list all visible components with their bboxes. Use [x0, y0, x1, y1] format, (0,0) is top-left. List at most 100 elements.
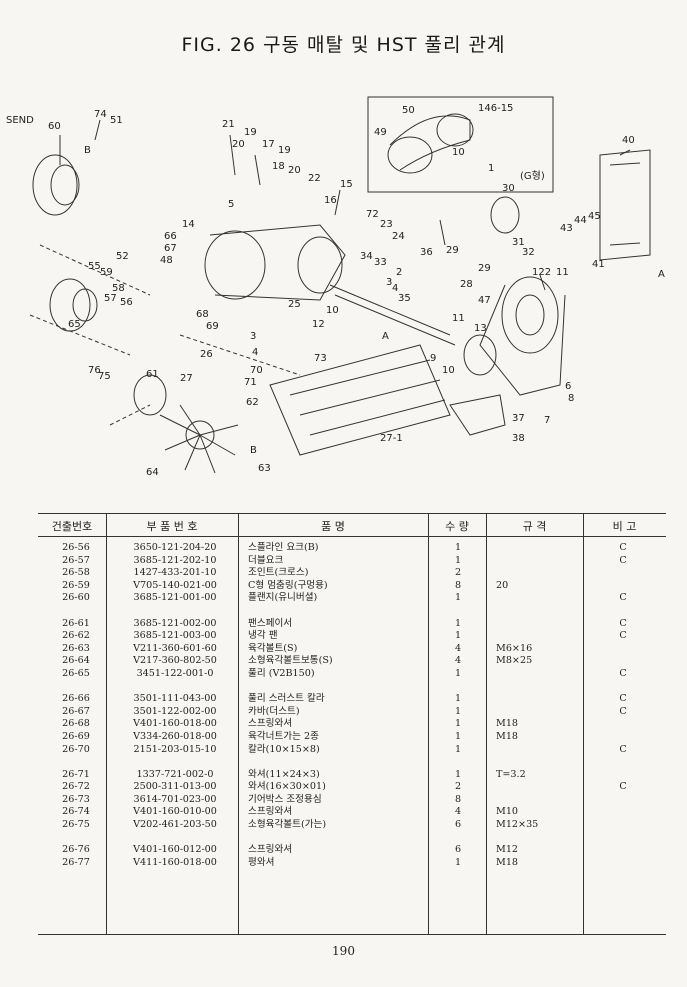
svg-text:64: 64 — [146, 467, 159, 478]
svg-text:55: 55 — [88, 261, 101, 272]
cell-part: 2151-203-015-10 — [133, 743, 217, 755]
cell-spec: T=3.2 — [496, 768, 526, 780]
svg-text:16: 16 — [324, 195, 337, 206]
cell-name: 와셔(11×24×3) — [248, 768, 320, 780]
svg-text:17: 17 — [262, 139, 275, 150]
cell-name: 스플라인 요크(B) — [248, 542, 319, 553]
cell-no: 26-77 — [62, 856, 90, 868]
cell-spec: M12×35 — [496, 819, 539, 831]
cell-part: V411-160-018-00 — [133, 856, 217, 868]
svg-text:47: 47 — [478, 295, 491, 306]
svg-text:SEND: SEND — [6, 115, 34, 126]
group-spacer — [38, 605, 666, 618]
svg-text:27-1: 27-1 — [380, 433, 403, 444]
group-spacer — [38, 681, 666, 694]
svg-text:58: 58 — [112, 283, 125, 294]
svg-text:10: 10 — [326, 305, 339, 316]
svg-text:15: 15 — [340, 179, 353, 190]
svg-text:12: 12 — [312, 319, 325, 330]
svg-text:44: 44 — [574, 215, 587, 226]
cell-name: 육각너트가는 2종 — [248, 730, 319, 742]
cell-part: 3614-701-023-00 — [133, 793, 217, 805]
svg-text:73: 73 — [314, 353, 327, 364]
cell-part: 3501-122-002-00 — [133, 705, 217, 717]
cell-remark: C — [619, 554, 627, 566]
svg-text:33: 33 — [374, 257, 387, 268]
svg-text:1: 1 — [488, 163, 494, 174]
cell-no: 26-74 — [62, 806, 90, 818]
cell-qty: 2 — [454, 781, 462, 793]
svg-text:65: 65 — [68, 319, 81, 330]
cell-no: 26-70 — [62, 743, 90, 755]
cell-qty: 1 — [454, 630, 462, 642]
cell-qty: 6 — [454, 844, 462, 856]
cell-name: 조인트(크로스) — [248, 567, 309, 579]
svg-text:2: 2 — [396, 267, 402, 278]
cell-name: 풀리 스러스트 칼라 — [248, 693, 325, 705]
svg-text:59: 59 — [100, 267, 113, 278]
cell-no: 26-71 — [62, 768, 90, 780]
svg-text:6: 6 — [565, 381, 571, 392]
header-qty: 수 량 — [445, 520, 469, 533]
cell-part: V211-360-601-60 — [133, 642, 217, 654]
cell-qty: 6 — [454, 819, 462, 831]
svg-text:36: 36 — [420, 247, 433, 258]
cell-name: 스프링와셔 — [248, 844, 293, 856]
svg-text:11: 11 — [452, 313, 465, 324]
svg-text:61: 61 — [146, 369, 159, 380]
cell-no: 26-76 — [62, 844, 90, 856]
svg-text:68: 68 — [196, 309, 209, 320]
cell-part: 3685-121-003-00 — [133, 630, 217, 642]
svg-text:11: 11 — [556, 267, 569, 278]
cell-part: V401-160-010-00 — [133, 806, 217, 818]
svg-text:52: 52 — [116, 251, 129, 262]
svg-text:4: 4 — [392, 283, 398, 294]
cell-spec: M18 — [496, 730, 519, 742]
svg-text:63: 63 — [258, 463, 271, 474]
cell-remark: C — [619, 781, 627, 793]
svg-text:37: 37 — [512, 413, 525, 424]
svg-text:67: 67 — [164, 243, 177, 254]
cell-part: 3451-122-001-0 — [136, 667, 214, 679]
table-header: 건출번호 부 품 번 호 품 명 수 량 규 격 비 고 — [38, 514, 666, 537]
cell-name: 더블요크 — [248, 554, 284, 566]
cell-name: 냉각 팬 — [248, 630, 278, 642]
cell-remark: C — [619, 667, 627, 679]
svg-text:25: 25 — [288, 299, 301, 310]
figure-title: FIG. 26 구동 매탈 및 HST 풀리 관계 — [181, 34, 506, 56]
cell-remark: C — [619, 630, 627, 642]
svg-text:18: 18 — [272, 161, 285, 172]
cell-part: 3685-121-202-10 — [133, 554, 217, 566]
cell-remark: C — [619, 542, 627, 553]
cell-qty: 1 — [454, 667, 462, 679]
cell-no: 26-59 — [62, 579, 90, 591]
cell-part: V217-360-802-50 — [133, 655, 217, 667]
svg-text:3: 3 — [250, 331, 256, 342]
svg-text:41: 41 — [592, 259, 605, 270]
cell-name: 소형육각볼트보통(S) — [248, 655, 333, 667]
cell-name: 풀리 (V2B150) — [248, 667, 315, 679]
svg-text:3: 3 — [386, 277, 392, 288]
svg-text:34: 34 — [360, 251, 373, 262]
cell-name: 소형육각볼트(가는) — [248, 819, 327, 831]
cell-qty: 8 — [454, 793, 462, 805]
cell-spec: M6×16 — [496, 642, 533, 654]
svg-text:48: 48 — [160, 255, 173, 266]
svg-text:14: 14 — [182, 219, 195, 230]
svg-text:31: 31 — [512, 237, 525, 248]
svg-text:146-15: 146-15 — [478, 103, 513, 114]
svg-text:76: 76 — [88, 365, 101, 376]
